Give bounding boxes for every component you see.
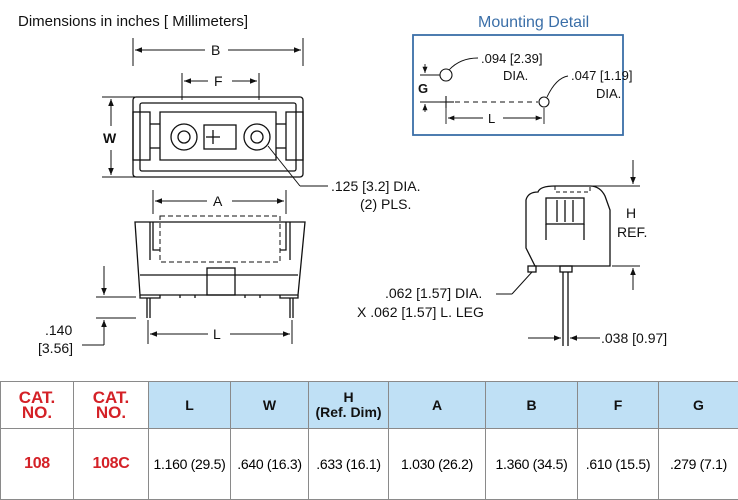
dim-f-label: F [214,73,223,89]
cell-l: 1.160 (29.5) [148,428,231,500]
cell-b: 1.360 (34.5) [485,428,578,500]
leg-length-label: X .062 [1.57] L. LEG [357,304,484,320]
cell-cat-no-c: 108C [73,428,149,500]
side-view [496,160,640,346]
header-g: G [658,381,738,429]
cell-a: 1.030 (26.2) [388,428,486,500]
cell-w: .640 (16.3) [230,428,309,500]
dim-l-label: L [213,326,221,342]
header-w: W [230,381,309,429]
mount-hole-small-dia: DIA. [596,86,621,101]
header-l: L [148,381,231,429]
dim-w-label: W [103,130,117,146]
dim-a-label: A [213,193,223,209]
units-note: Dimensions in inches [ Millimeters] [18,13,248,30]
header-h: H(Ref. Dim) [308,381,389,429]
header-b: B [485,381,578,429]
mount-g-label: G [418,81,428,96]
cell-cat-no: 108 [0,428,74,500]
mounting-detail-title: Mounting Detail [478,14,589,31]
cell-g: .279 (7.1) [658,428,738,500]
header-cat-no-c: CAT.NO. [73,381,149,429]
header-a: A [388,381,486,429]
pin-width-label: .038 [0.97] [601,330,667,346]
dim-b-label: B [211,42,220,58]
header-f: F [577,381,659,429]
top-view [102,38,328,187]
mount-l-label: L [488,111,495,126]
leg-size-label: .062 [1.57] DIA. [385,285,482,301]
mount-hole-large-size: .094 [2.39] [481,51,542,66]
hole-qty-label: (2) PLS. [360,196,411,212]
table-header-row: CAT.NO. CAT.NO. L W H(Ref. Dim) A B F G [0,381,738,429]
dimension-drawing: Dimensions in inches [ Millimeters] [18,13,667,356]
table-row: 108 108C 1.160 (29.5) .640 (16.3) .633 (… [0,428,738,500]
cell-f: .610 (15.5) [577,428,659,500]
front-view [82,190,306,346]
mounting-detail [412,34,624,136]
dim-h-label: H [626,205,636,221]
dimension-table: CAT.NO. CAT.NO. L W H(Ref. Dim) A B F G … [0,381,738,500]
hole-size-label: .125 [3.2] DIA. [331,178,421,194]
lead-height-label: .140 [45,322,72,338]
mount-hole-small-size: .047 [1.19] [571,68,632,83]
cell-h: .633 (16.1) [308,428,389,500]
header-cat-no: CAT.NO. [0,381,74,429]
dim-h-ref-label: REF. [617,224,647,240]
mount-hole-large-dia: DIA. [503,68,528,83]
lead-height-mm-label: [3.56] [38,340,73,356]
